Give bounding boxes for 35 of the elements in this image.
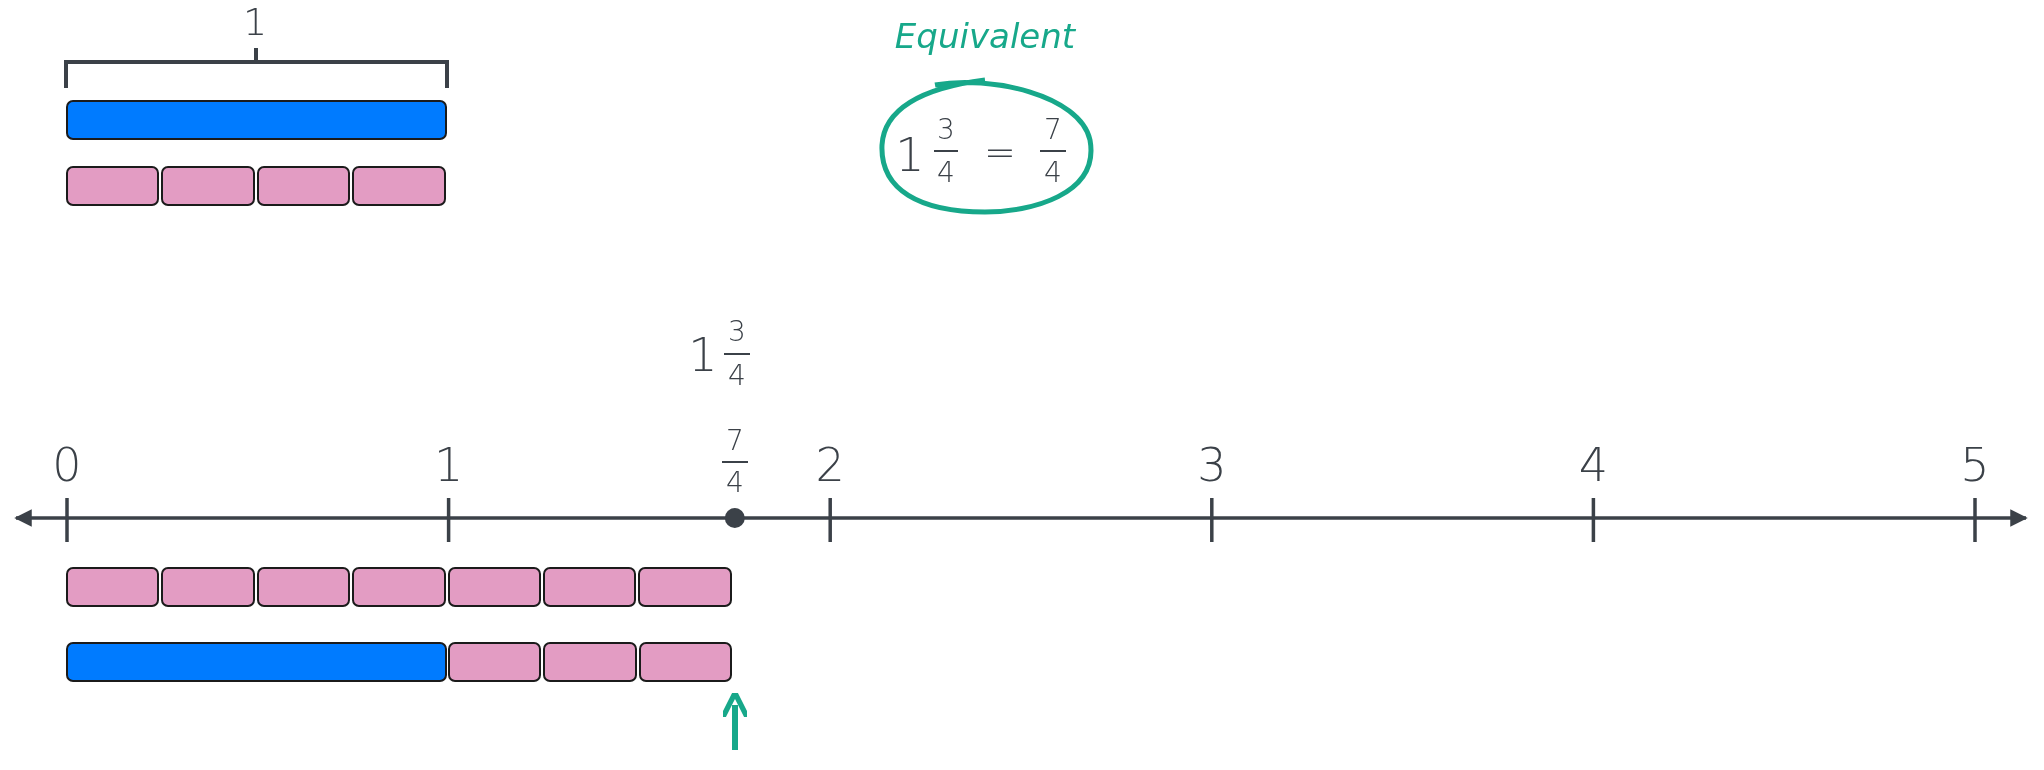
whole-number: 1 [895,132,925,178]
numerator: 7 [726,427,744,455]
fourth-bar [256,567,351,607]
fourth-bar [66,567,160,607]
numerator: 7 [1044,116,1062,144]
tick-label: 0 [52,442,82,488]
whole-number: 1 [688,332,718,378]
fourth-bar [447,567,541,607]
fourth-bar [543,642,637,682]
fourth-bar [352,567,446,607]
equivalent-note: Equivalent [894,19,1076,53]
tick-label: 3 [1197,442,1227,488]
denominator: 4 [937,159,955,187]
denominator: 4 [726,469,744,497]
fourth-bar [638,567,732,607]
denominator: 4 [1044,159,1062,187]
whole-bar [66,100,447,140]
bracket-label: 1 [242,3,268,41]
equals-sign: = [984,133,1016,171]
fourth-bar [161,567,255,607]
fourth-bar [638,642,733,682]
fourth-bar [256,166,351,206]
fourth-bar [448,642,542,682]
fourth-bar [352,166,446,206]
tick-label: 2 [815,442,845,488]
fourth-bar [161,166,255,206]
fourth-bar [543,567,637,607]
numerator: 3 [937,116,955,144]
tick-label: 4 [1578,442,1609,488]
denominator: 4 [728,362,746,390]
numerator: 3 [728,318,746,346]
whole-bar [66,642,447,682]
fourth-bar [66,166,160,206]
tick-label: 1 [433,442,464,488]
tick-label: 5 [1960,442,1990,488]
